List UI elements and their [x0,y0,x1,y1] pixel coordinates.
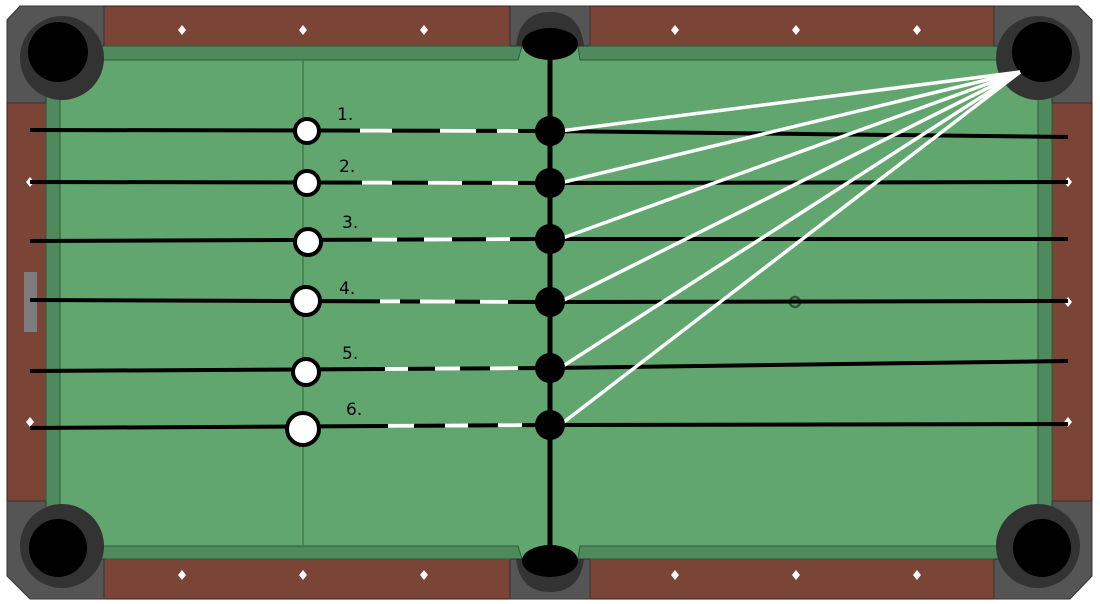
shot-label: 1. [337,105,353,125]
object-path-line [549,180,1069,185]
object-path-line [549,129,1069,139]
diamond-marker [299,25,307,35]
pocket-aim-line [558,70,1022,427]
diamond-marker [420,570,428,580]
cue-ball [285,411,321,447]
object-path-line [549,299,1069,304]
cue-ball [293,227,323,257]
diamond-marker [178,25,186,35]
diamond-marker [26,417,34,427]
pocket-top-side [509,5,591,60]
rail-bottom-left [103,558,511,600]
cushion-left [45,86,61,520]
pocket-bottom-right [993,500,1093,600]
shot-label: 3. [342,213,358,233]
object-ball [535,287,565,317]
shot-label: 6. [346,400,362,420]
pocket-aim-line [559,70,1021,185]
cushions [45,45,1053,560]
diamond-marker [792,25,800,35]
object-ball [535,168,565,198]
cue-ball [293,169,321,197]
rails [6,5,1093,600]
pockets [6,5,1093,600]
pocket-aim-line [559,70,1021,370]
pocket-bottom-left [6,500,105,600]
object-ball [535,410,565,440]
shot-lines: 1. 2. 3. 4. 5. 6. [29,70,1069,447]
cushion-top-right [577,45,1012,61]
shot-3: 3. [29,70,1068,257]
cushion-bottom-left [86,545,523,560]
diamond-marker [671,570,679,580]
pocket-aim-line [559,70,1021,241]
cue-path-line [29,180,551,185]
shot-6: 6. [29,70,1069,447]
shot-4: 4. [29,70,1069,317]
object-path-line [549,422,1069,427]
diamond-marker [299,570,307,580]
diamond-marker [420,25,428,35]
rail-top-right [589,5,995,47]
rail-top-left [103,5,511,47]
diamond-marker [671,25,679,35]
pocket-top-right [993,5,1093,104]
diamond-marker [178,570,186,580]
cue-path-line [29,237,551,243]
shot-2: 2. [29,70,1069,198]
cue-path-line [29,366,551,373]
pocket-bottom-side [509,545,591,600]
object-ball [535,116,565,146]
object-ball [535,224,565,254]
cushion-bottom-right [577,545,1012,560]
shot-1: 1. [29,70,1069,146]
pocket-aim-line [559,70,1021,133]
object-ball [535,353,565,383]
shot-label: 4. [339,279,355,299]
diamond-marker [792,570,800,580]
cue-ball [290,285,322,317]
rail-bottom-right [589,558,995,600]
shot-label: 2. [339,157,355,177]
cue-ball [293,117,321,145]
diamond-marker [913,25,921,35]
shot-label: 5. [342,344,358,364]
cushion-top-left [86,45,523,61]
pocket-top-left [6,5,105,104]
pocket-aim-line [559,70,1021,304]
diamond-marker [913,570,921,580]
cue-ball [291,357,321,387]
